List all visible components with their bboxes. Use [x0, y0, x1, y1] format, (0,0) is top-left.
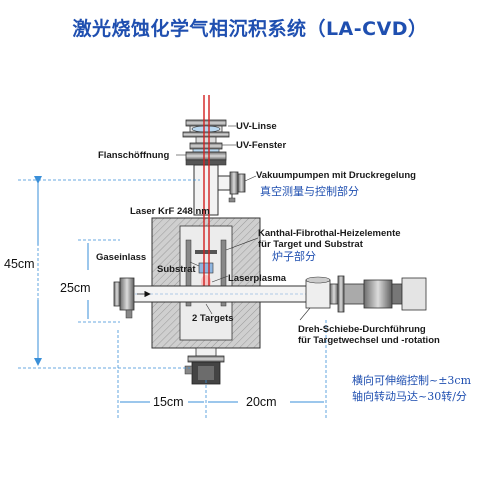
dim-20cm: 20cm [246, 395, 277, 409]
diagram-title: 激光烧蚀化学气相沉积系统（LA-CVD） [72, 18, 428, 40]
dim-15cm: 15cm [153, 395, 184, 409]
dimension-lines [18, 176, 327, 420]
uv-window-assembly [189, 136, 223, 153]
vacuum-tube [193, 164, 219, 216]
laser-label: Laser KrF 248 nm [130, 206, 210, 217]
dreh-label-1: Dreh-Schiebe-Durchführung [298, 324, 426, 335]
uv-linse-label: UV-Linse [236, 121, 277, 132]
dim-25cm: 25cm [60, 281, 91, 295]
substrat-label: Substrat [157, 264, 196, 275]
laserplasma-label: Laserplasma [228, 273, 287, 284]
flange-opening [185, 151, 227, 166]
vakuum-cn-label: 真空测量与控制部分 [260, 185, 359, 198]
dreh-label-2: für Targetwechsel und -rotation [298, 335, 440, 346]
dim-45cm: 45cm [4, 257, 35, 271]
uv-fenster-label: UV-Fenster [236, 140, 287, 151]
gas-inlet [113, 277, 151, 319]
leader-lines [176, 125, 311, 321]
bottom-assembly [184, 347, 225, 385]
horizontal-control-cn: 横向可伸缩控制~±3cm [352, 374, 472, 387]
flanschoeffnung-label: Flanschöffnung [98, 150, 170, 161]
uv-lens-assembly [182, 119, 230, 138]
laser-beam [203, 95, 210, 300]
vakuumpumpen-label: Vakuumpumpen mit Druckregelung [256, 170, 416, 181]
kanthal-label-2: für Target und Substrat [258, 239, 363, 250]
targets-label: 2 Targets [192, 313, 234, 324]
axial-motor-cn: 轴向转动马达~30转/分 [352, 390, 467, 403]
substrate [198, 262, 214, 274]
kanthal-label-1: Kanthal-Fibrothal-Heizelemente [258, 228, 401, 239]
rotation-drive [305, 275, 427, 313]
vacuum-pump-port [217, 171, 246, 203]
gaseinlass-label: Gaseinlass [96, 252, 147, 263]
ofen-cn-label: 炉子部分 [272, 250, 316, 263]
